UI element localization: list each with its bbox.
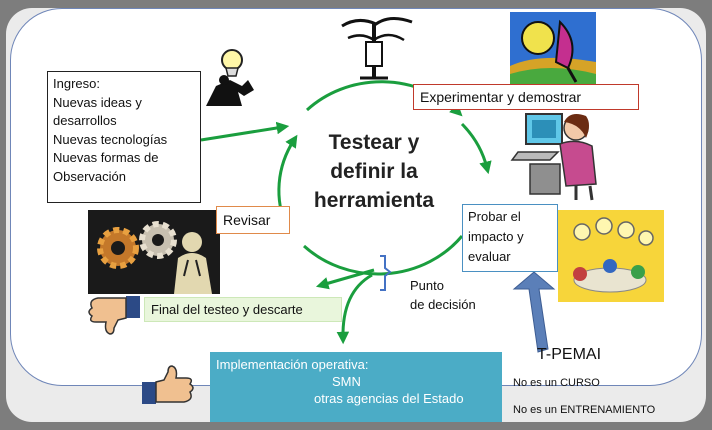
center-title-line: herramienta — [313, 189, 435, 212]
experimentar-box: Experimentar y demostrar — [413, 84, 639, 110]
ingreso-line: Nuevas formas de — [53, 150, 159, 165]
implementacion-line: Implementación operativa: — [216, 357, 369, 372]
revisar-box: Revisar — [216, 206, 290, 234]
no-entrenamiento-label: No es un ENTRENAMIENTO — [513, 404, 656, 416]
center-title: Testear y definir la herramienta — [296, 128, 452, 215]
tpemai-up-arrow — [512, 271, 556, 353]
tpemai-label: T-PEMAI — [537, 346, 602, 363]
decision-arrow-left — [315, 268, 375, 290]
ingreso-line: desarrollos — [53, 113, 117, 128]
ingreso-box: Ingreso: Nuevas ideas y desarrollos Nuev… — [47, 71, 201, 203]
gears-and-person-icon — [88, 210, 220, 294]
probar-line: Probar el — [468, 209, 521, 224]
decision-point-line: de decisión — [410, 297, 476, 312]
no-curso-label: No es un CURSO — [513, 377, 600, 389]
ingreso-line: Nuevas ideas y — [53, 94, 142, 110]
worker-with-lightbulb-icon — [206, 49, 254, 106]
final-testeo-box: Final del testeo y descarte — [144, 297, 342, 322]
implementacion-line: otras agencias del Estado — [314, 391, 464, 406]
person-at-computer-icon — [510, 113, 597, 201]
thumbs-up-icon — [142, 365, 194, 404]
center-title-line: Testear y — [328, 131, 420, 154]
implementacion-line: SMN — [332, 374, 361, 389]
person-on-tree-icon — [341, 17, 413, 80]
center-title-line: definir la — [330, 160, 418, 183]
input-arrow — [200, 121, 290, 142]
ingreso-line: Ingreso: — [53, 76, 100, 91]
cycle-arrow-right — [460, 122, 492, 175]
ingreso-line: Observación — [53, 168, 126, 184]
probar-box: Probar el impacto y evaluar — [462, 204, 558, 272]
thumbs-down-icon — [88, 296, 140, 335]
probar-line: evaluar — [468, 249, 511, 264]
decision-point-line: Punto — [410, 278, 444, 293]
probar-line: impacto y — [468, 229, 524, 244]
cycle-arrow-bottom — [302, 235, 464, 276]
decision-arrow-down — [336, 273, 373, 345]
lightbulbs-meeting-icon — [558, 210, 664, 302]
implementacion-box: Implementación operativa: SMN otras agen… — [210, 352, 502, 422]
decision-bracket — [380, 255, 392, 291]
decision-point-label: Punto de decisión — [410, 276, 476, 314]
satellite-dish-icon — [510, 12, 596, 86]
ingreso-line: Nuevas tecnologías — [53, 131, 168, 147]
